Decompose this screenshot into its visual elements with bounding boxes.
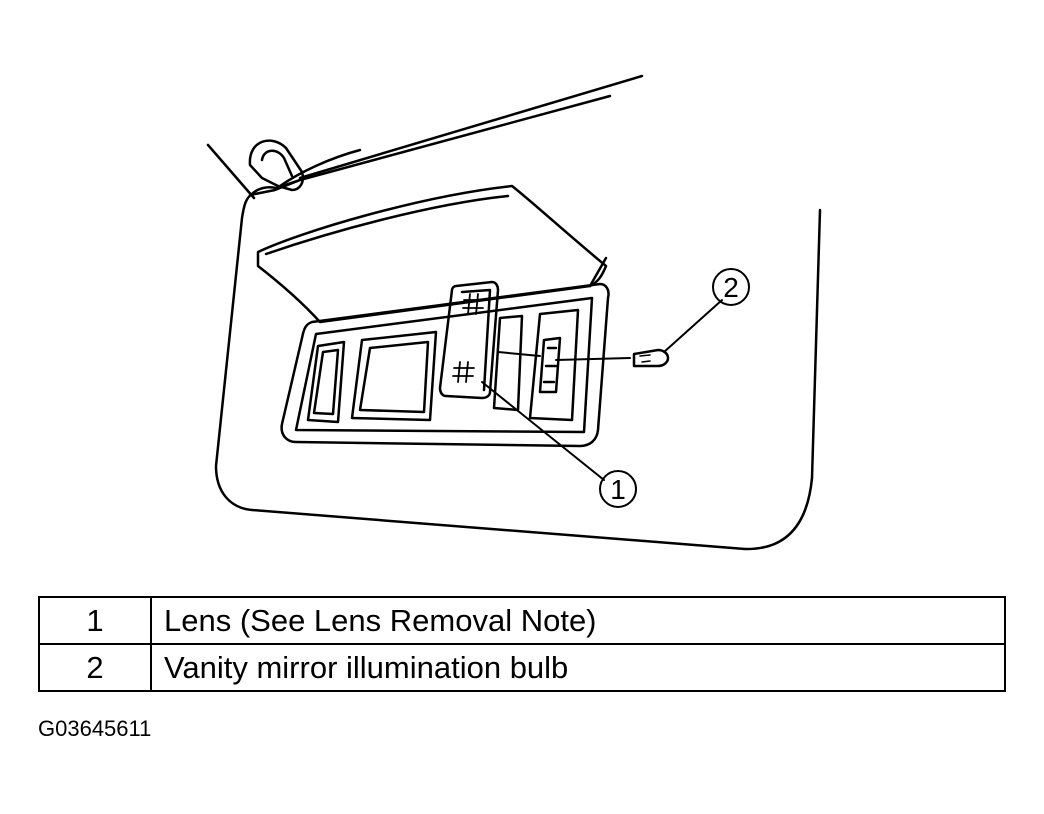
left-light-window-inner [312, 348, 340, 416]
headliner-edge-line [206, 143, 256, 200]
mirror-cover-inner [264, 194, 510, 256]
mirror-glass-inner [358, 340, 430, 414]
lens-guide-line [497, 351, 541, 357]
leader-line-2 [663, 299, 723, 353]
callout-number-2: 2 [723, 272, 739, 303]
headliner-edge-line [298, 74, 644, 180]
legend-description: Vanity mirror illumination bulb [150, 643, 1006, 692]
callout-number-1: 1 [610, 474, 626, 505]
callout-circle-2 [712, 268, 750, 306]
lens-hatch-icon [452, 293, 485, 383]
visor-right-edge-line [810, 208, 822, 480]
legend-row: 2 Vanity mirror illumination bulb [38, 643, 1006, 692]
left-light-window [306, 340, 346, 424]
mirror-cover-open [256, 184, 608, 324]
mirror-recess-frame [280, 282, 610, 448]
lens [438, 280, 500, 400]
lens-edge [460, 288, 492, 392]
legend-row: 1 Lens (See Lens Removal Note) [38, 596, 1006, 645]
mirror-recess-frame-inner [294, 296, 594, 434]
visor-body-top-curve [250, 178, 302, 196]
right-light-window [528, 308, 580, 422]
bulb-icon [632, 348, 670, 368]
callout-circle-1 [599, 470, 637, 508]
legend-table: 1 Lens (See Lens Removal Note) 2 Vanity … [38, 596, 1006, 692]
mirror-glass [350, 330, 438, 422]
legend-number: 1 [38, 596, 152, 645]
visor-hinge-inner [260, 149, 294, 178]
legend-description: Lens (See Lens Removal Note) [150, 596, 1006, 645]
sun-visor-body [214, 94, 814, 551]
sun-visor-diagram: 1 2 [206, 74, 822, 551]
figure-id: G03645611 [38, 716, 152, 741]
bulb-socket-detail [542, 346, 558, 384]
bulb-socket [538, 336, 562, 394]
bulb-guide-line [555, 357, 631, 361]
leader-line-1 [481, 381, 605, 481]
legend-number: 2 [38, 643, 152, 692]
mirror-cover-hinge-line [588, 256, 608, 288]
visor-body-top-edge [278, 148, 362, 188]
